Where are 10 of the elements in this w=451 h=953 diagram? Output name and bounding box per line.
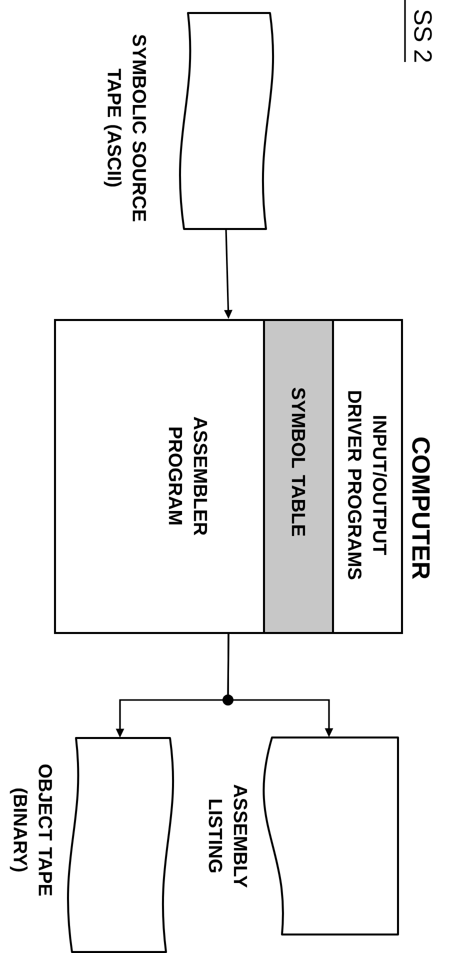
caption-text: SYMBOLIC SOURCE TAPE (ASCII)	[104, 34, 146, 222]
process-box: SYMBOL TABLE	[263, 319, 334, 634]
tape-symbol	[67, 737, 174, 953]
section-heading: SS 2	[404, 0, 432, 62]
node-label: COMPUTER	[412, 437, 430, 580]
tape-symbol	[179, 12, 274, 230]
document-symbol	[262, 736, 399, 936]
caption-text: ASSEMBLY LISTING	[208, 784, 248, 888]
caption-text: OBJECT TAPE (BINARY)	[10, 764, 52, 896]
process-box: ASSEMBLER PROGRAM	[54, 319, 265, 634]
